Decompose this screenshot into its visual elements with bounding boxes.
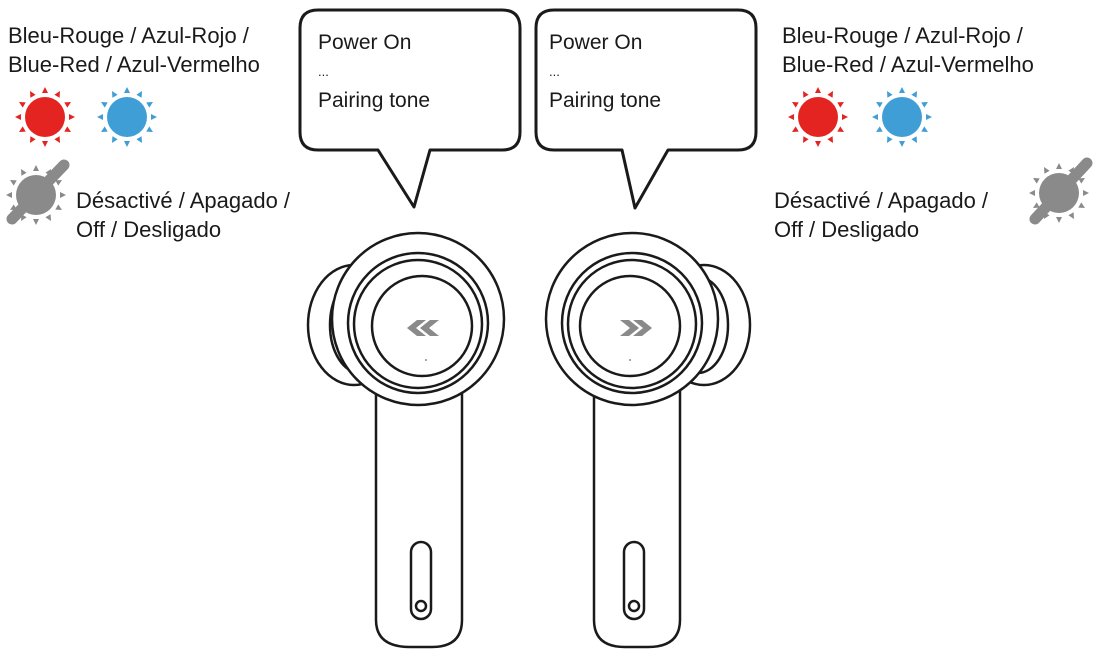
led-blue-icon-right [872, 87, 932, 147]
led-on-label-right-line1: Bleu-Rouge / Azul-Rojo / [782, 23, 1023, 48]
touch-pad-left [370, 274, 474, 378]
led-off-label-right-line2: Off / Desligado [774, 217, 920, 242]
stem-right [592, 358, 682, 649]
led-blue-icon-left [97, 87, 157, 147]
led-on-label-left-line1: Bleu-Rouge / Azul-Rojo / [8, 23, 249, 48]
bubble-text-right: Power On ... Pairing tone [549, 28, 661, 115]
led-on-label-left-line2: Blue-Red / Azul-Vermelho [8, 52, 260, 77]
led-on-label-left: Bleu-Rouge / Azul-Rojo / Blue-Red / Azul… [8, 21, 260, 79]
earbud-left [306, 231, 506, 649]
led-off-label-left-line1: Désactivé / Apagado / [76, 188, 291, 213]
bubble-right-line1: Power On [549, 31, 643, 54]
led-off-icon-left [6, 159, 70, 225]
led-off-label-left: Désactivé / Apagado / Off / Desligado [76, 186, 290, 244]
double-chevron-right-icon [620, 320, 652, 336]
mic-slot-left [409, 540, 433, 621]
bubble-left-line3: Pairing tone [318, 89, 431, 112]
led-on-label-right-line2: Blue-Red / Azul-Vermelho [782, 52, 1034, 77]
bubble-right-line3: Pairing tone [549, 89, 662, 112]
bubble-left-line1: Power On [318, 31, 412, 54]
stem-left [374, 358, 464, 649]
bubble-text-left: Power On ... Pairing tone [318, 28, 430, 115]
double-chevron-left-icon [407, 320, 439, 336]
mic-slot-right [622, 540, 646, 621]
led-on-label-right: Bleu-Rouge / Azul-Rojo / Blue-Red / Azul… [782, 21, 1034, 79]
earbud-right [544, 231, 752, 649]
led-off-label-left-line2: Off / Desligado [76, 217, 222, 242]
led-red-icon-right [788, 87, 848, 147]
led-off-label-right: Désactivé / Apagado / Off / Desligado [774, 186, 988, 244]
led-red-icon-left [15, 87, 75, 147]
speech-bubble-right [534, 8, 758, 210]
led-off-label-right-line1: Désactivé / Apagado / [774, 188, 989, 213]
led-off-icon-right [1029, 157, 1093, 225]
speech-bubble-left [298, 8, 522, 209]
bubble-right-line2: ... [549, 64, 560, 79]
bubble-left-line2: ... [318, 64, 329, 79]
